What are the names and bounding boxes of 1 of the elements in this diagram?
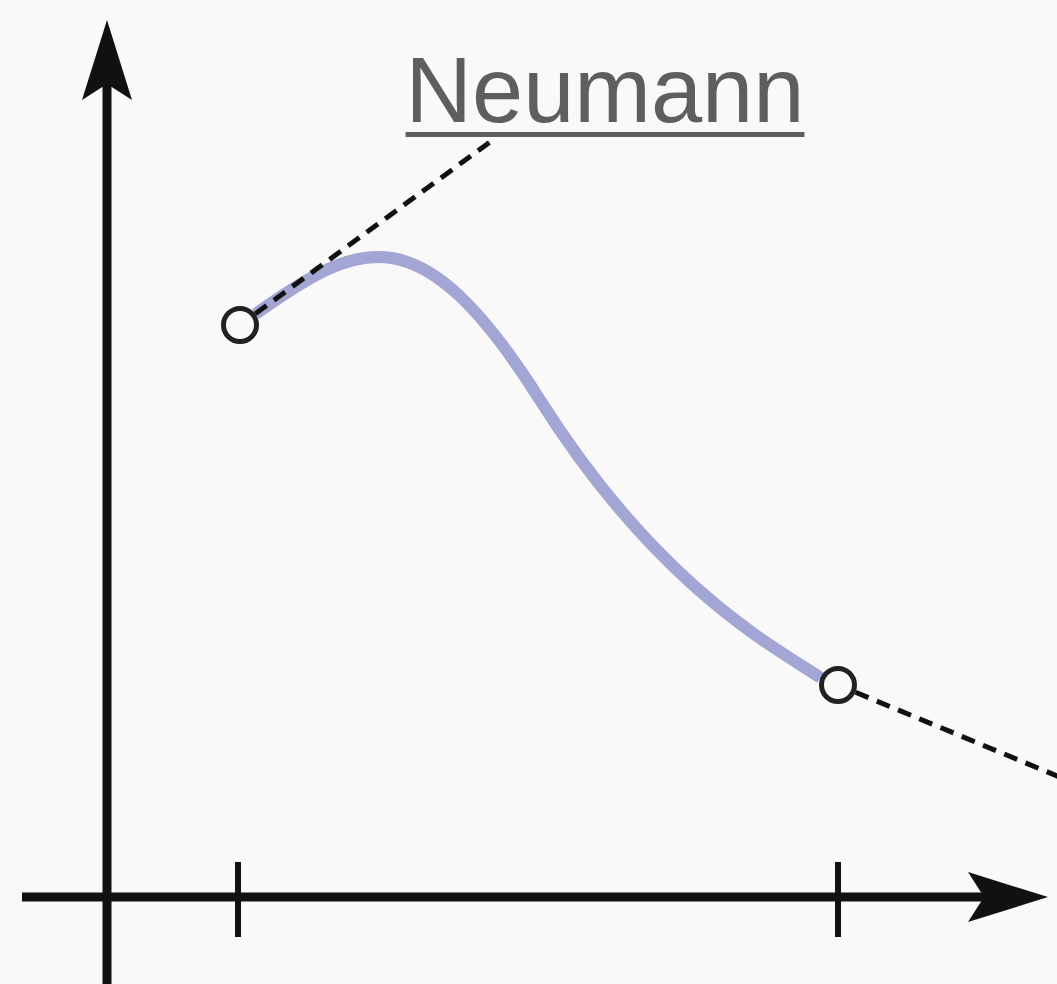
title: Neumann	[404, 40, 806, 142]
